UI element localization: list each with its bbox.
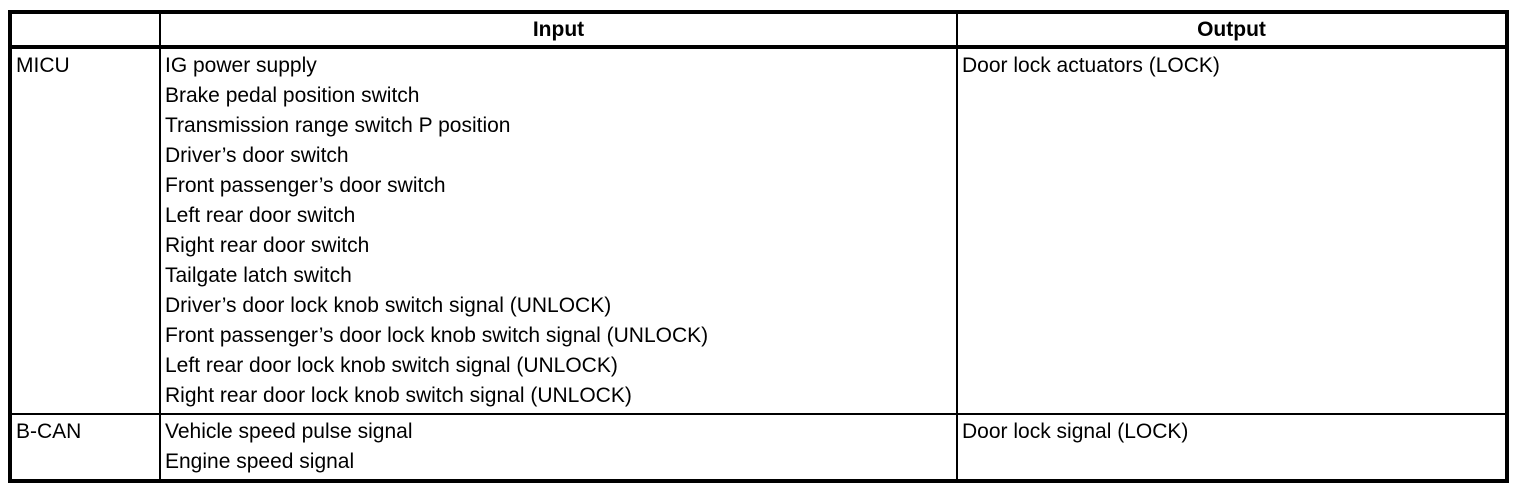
input-line: Vehicle speed pulse signal (165, 420, 413, 443)
table-row-micu: MICU IG power supply Brake pedal positio… (9, 46, 1508, 415)
input-line: Brake pedal position switch (165, 84, 420, 107)
header-cell-input: Input (159, 12, 958, 49)
input-line: Engine speed signal (165, 450, 355, 473)
input-line: Tailgate latch switch (165, 264, 352, 287)
input-line: Right rear door lock knob switch signal … (165, 384, 632, 407)
input-line: Transmission range switch P position (165, 114, 511, 137)
table-row-bcan: B-CAN Vehicle speed pulse signal Engine … (9, 413, 1508, 482)
input-cell: Vehicle speed pulse signal Engine speed … (159, 413, 958, 482)
source-label: B-CAN (16, 420, 82, 443)
input-line: Left rear door switch (165, 204, 356, 227)
source-cell: B-CAN (9, 413, 161, 482)
output-cell: Door lock signal (LOCK) (956, 413, 1508, 482)
input-line: Driver’s door switch (165, 144, 349, 167)
source-cell: MICU (9, 46, 161, 415)
output-line: Door lock actuators (LOCK) (962, 54, 1220, 77)
source-label: MICU (16, 54, 70, 77)
input-line: IG power supply (165, 54, 317, 77)
table-header: Input Output (9, 12, 1508, 49)
input-line: Front passenger’s door switch (165, 174, 446, 197)
input-line: Left rear door lock knob switch signal (… (165, 354, 618, 377)
input-line: Right rear door switch (165, 234, 370, 257)
input-line: Driver’s door lock knob switch signal (U… (165, 294, 612, 317)
input-cell: IG power supply Brake pedal position swi… (159, 46, 958, 415)
input-line: Front passenger’s door lock knob switch … (165, 324, 709, 347)
header-cell-source (9, 12, 161, 49)
header-cell-output: Output (956, 12, 1508, 49)
input-output-table: Input Output MICU IG power supply Brake … (8, 10, 1509, 483)
header-row: Input Output (9, 12, 1508, 49)
table-body: MICU IG power supply Brake pedal positio… (9, 46, 1508, 482)
output-cell: Door lock actuators (LOCK) (956, 46, 1508, 415)
output-line: Door lock signal (LOCK) (962, 420, 1189, 443)
